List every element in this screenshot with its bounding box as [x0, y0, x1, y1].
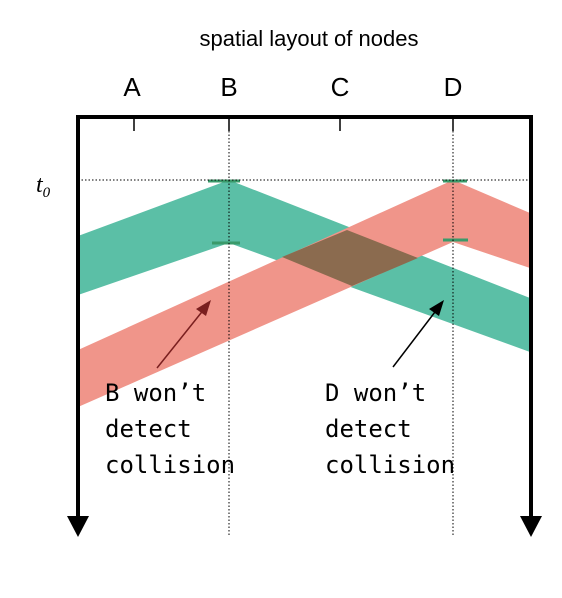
time-subscript: 0	[43, 185, 51, 201]
annotation-d-wont-detect: D won’t detect collision	[325, 379, 455, 479]
diagram-title: spatial layout of nodes	[200, 26, 419, 51]
collision-overlap	[282, 230, 418, 286]
down-arrow-icon	[67, 516, 89, 537]
diagonal-arrow-icon	[156, 307, 206, 369]
node-label-a: A	[123, 72, 141, 102]
annotation-line: collision	[105, 451, 235, 479]
arrowhead-icon	[429, 300, 444, 316]
node-label-d: D	[444, 72, 463, 102]
signal-bands	[78, 179, 530, 407]
annotation-b-wont-detect: B won’t detect collision	[105, 379, 235, 479]
annotation-line: collision	[325, 451, 455, 479]
frame	[67, 115, 542, 537]
node-ticks	[133, 117, 454, 131]
pointer-arrows	[156, 300, 444, 369]
annotation-line: B won’t	[105, 379, 206, 407]
node-label-b: B	[220, 72, 237, 102]
arrowhead-icon	[196, 300, 211, 316]
diagonal-arrow-icon	[392, 307, 439, 368]
annotation-line: detect	[105, 415, 192, 443]
time-symbol: t	[36, 172, 44, 198]
signal-band-d	[78, 180, 530, 407]
annotation-line: detect	[325, 415, 412, 443]
node-label-c: C	[331, 72, 350, 102]
annotation-line: D won’t	[325, 379, 426, 407]
down-arrow-icon	[520, 516, 542, 537]
time-label-t0: t0	[36, 172, 51, 201]
